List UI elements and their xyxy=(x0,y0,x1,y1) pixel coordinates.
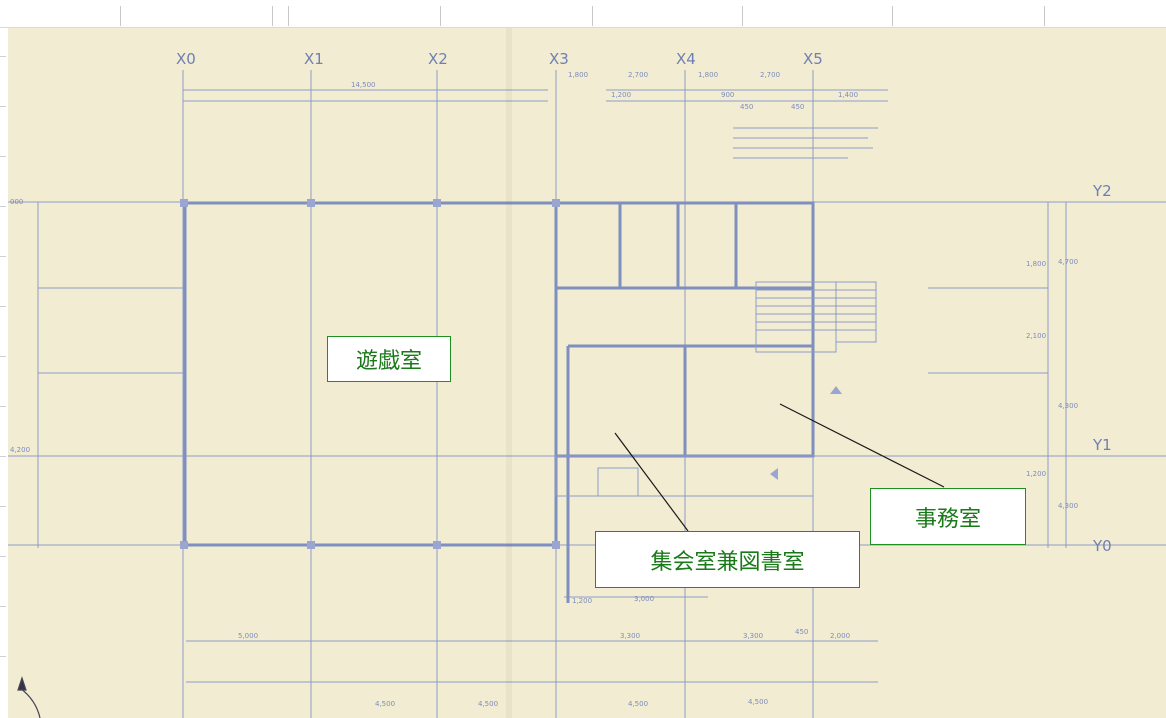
dimension-text: 14,500 xyxy=(351,81,376,89)
dimension-text: 1,200 xyxy=(572,597,592,605)
corridor xyxy=(555,455,814,497)
marker-triangle xyxy=(830,386,842,394)
column-post xyxy=(433,541,441,549)
column-post xyxy=(307,199,315,207)
leader-line-jimu xyxy=(779,403,945,488)
dimension-text: 450 xyxy=(795,628,808,636)
row-divider xyxy=(0,406,6,407)
dimension-text: 450 xyxy=(740,103,753,111)
dimension-text: 4,500 xyxy=(375,700,395,708)
dimension-text: 4,500 xyxy=(748,698,768,706)
dimension-text: 2,700 xyxy=(760,71,780,79)
grid-label-x5: X5 xyxy=(803,50,823,68)
row-divider xyxy=(0,606,6,607)
dimension-text: 4,500 xyxy=(478,700,498,708)
row-divider xyxy=(0,56,6,57)
grid-label-x3: X3 xyxy=(549,50,569,68)
row-divider xyxy=(0,556,6,557)
label-yugi-shitsu: 遊戯室 xyxy=(327,336,451,382)
grid-label-x1: X1 xyxy=(304,50,324,68)
grid-label-x4: X4 xyxy=(676,50,696,68)
column-post xyxy=(180,541,188,549)
row-divider xyxy=(0,356,6,357)
grid-label-y2: Y2 xyxy=(1092,182,1112,200)
column-divider xyxy=(272,6,273,26)
dimension-text: 4,300 xyxy=(1058,502,1078,510)
dimension-text: 4,200 xyxy=(10,446,30,454)
column-divider xyxy=(592,6,593,26)
dimension-text: 4,300 xyxy=(1058,402,1078,410)
dimension-text: 2,000 xyxy=(830,632,850,640)
dimension-text: 1,800 xyxy=(1026,260,1046,268)
dimension-text: 900 xyxy=(721,91,734,99)
label-shukai-tosho-shitsu: 集会室兼図書室 xyxy=(595,531,860,588)
column-divider xyxy=(892,6,893,26)
column-divider xyxy=(288,6,289,26)
column-post xyxy=(552,199,560,207)
entrance-steps xyxy=(835,281,877,343)
column-post xyxy=(180,199,188,207)
row-divider xyxy=(0,156,6,157)
spreadsheet-column-header xyxy=(0,0,1166,28)
leader-line-shukai xyxy=(614,432,689,532)
dimension-text: 1,800 xyxy=(568,71,588,79)
dimension-text: 4,500 xyxy=(628,700,648,708)
entrance-porch xyxy=(755,281,837,353)
row-divider xyxy=(0,106,6,107)
floor-plan-image[interactable]: X0 X1 X2 X3 X4 X5 Y2 Y1 Y0 14,500 1,800 … xyxy=(8,28,1166,718)
row-divider xyxy=(0,206,6,207)
dimension-text: 4,700 xyxy=(1058,258,1078,266)
column-divider xyxy=(1044,6,1045,26)
column-post xyxy=(307,541,315,549)
label-jimu-shitsu: 事務室 xyxy=(870,488,1026,545)
dimension-text: 5,000 xyxy=(238,632,258,640)
row-divider xyxy=(0,656,6,657)
column-divider xyxy=(120,6,121,26)
dimension-text: 2,700 xyxy=(628,71,648,79)
grid-label-y1: Y1 xyxy=(1092,436,1112,454)
column-divider xyxy=(742,6,743,26)
dimension-text: 3,000 xyxy=(634,595,654,603)
dimension-text: 000 xyxy=(10,198,23,206)
dimension-text: 3,300 xyxy=(620,632,640,640)
dimension-text: 1,400 xyxy=(838,91,858,99)
column-post xyxy=(552,541,560,549)
row-divider xyxy=(0,506,6,507)
grid-label-x0: X0 xyxy=(176,50,196,68)
north-arrow-head-icon xyxy=(17,676,27,691)
stair xyxy=(597,467,639,497)
floor-plan-drawing: X0 X1 X2 X3 X4 X5 Y2 Y1 Y0 14,500 1,800 … xyxy=(8,50,1166,718)
dimension-text: 2,100 xyxy=(1026,332,1046,340)
row-divider xyxy=(0,256,6,257)
row-divider xyxy=(0,456,6,457)
dimension-text: 1,800 xyxy=(698,71,718,79)
dimension-text: 3,300 xyxy=(743,632,763,640)
dimension-text: 1,200 xyxy=(611,91,631,99)
column-post xyxy=(433,199,441,207)
north-arrow-icon xyxy=(19,687,41,718)
grid-label-y0: Y0 xyxy=(1092,537,1112,555)
marker-triangle xyxy=(770,468,778,480)
dimension-text: 450 xyxy=(791,103,804,111)
row-divider xyxy=(0,306,6,307)
grid-label-x2: X2 xyxy=(428,50,448,68)
dimension-text: 1,200 xyxy=(1026,470,1046,478)
column-divider xyxy=(440,6,441,26)
spreadsheet-row-gutter xyxy=(0,28,8,718)
